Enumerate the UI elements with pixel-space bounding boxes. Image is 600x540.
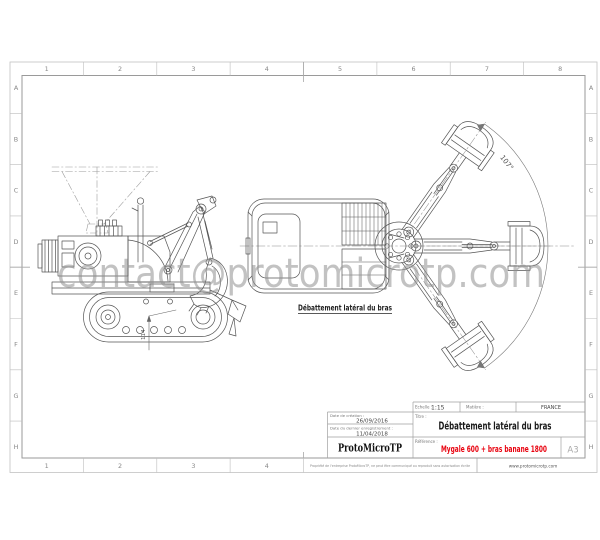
grid-col-label: 3 xyxy=(191,462,195,470)
scale-label: Echelle : xyxy=(415,405,432,410)
grid-col-label: 8 xyxy=(558,65,562,73)
grid-col-label: 3 xyxy=(191,65,195,73)
grid-row-label: C xyxy=(14,187,19,195)
company-name: ProtoMicroTP xyxy=(338,441,402,455)
scale-value: 1:15 xyxy=(431,405,445,412)
legal-notice: Propriété de l'entreprise ProtoMicroTP, … xyxy=(310,464,470,468)
grid-row-label: B xyxy=(14,135,18,143)
reference-label: Référence : xyxy=(415,439,438,444)
created-value: 26/09/2016 xyxy=(356,419,388,425)
excavator-side-view xyxy=(37,166,247,351)
grid-row-label: A xyxy=(14,84,19,92)
title-block-text: Echelle : 1:15 Matière : FRANCE Titre : … xyxy=(310,405,579,469)
swing-angle-label: 107° xyxy=(498,154,515,172)
grid-row-label: A xyxy=(589,84,594,92)
created-label: Date de création : xyxy=(330,413,364,418)
grid-row-label: D xyxy=(14,238,19,246)
grid-col-label: 2 xyxy=(118,462,122,470)
view-caption: Débattement latéral du bras xyxy=(298,303,392,313)
grid-row-label: H xyxy=(589,443,594,451)
grid-row-label: H xyxy=(14,443,19,451)
grid-col-label: 6 xyxy=(411,65,415,73)
swing-arc xyxy=(477,123,549,369)
grid-labels: 1 2 3 4 5 6 7 8 1 2 3 4 A B C D E F G H … xyxy=(14,65,594,470)
grid-row-label: D xyxy=(589,238,594,246)
title-block xyxy=(327,401,585,473)
drawing-title: Débattement latéral du bras xyxy=(439,421,552,433)
grid-row-label: F xyxy=(14,341,18,349)
grid-col-label: 4 xyxy=(265,65,269,73)
grid-col-label: 4 xyxy=(265,462,269,470)
country-value: FRANCE xyxy=(541,405,561,411)
grid-row-label: G xyxy=(589,392,594,400)
grid-col-label: 1 xyxy=(45,65,49,73)
watermark: contact@protomicrotp.com xyxy=(57,251,545,297)
sheet-border xyxy=(9,61,598,473)
grid-row-label: F xyxy=(589,341,593,349)
grid-col-label: 5 xyxy=(338,65,342,73)
title-label: Titre : xyxy=(414,414,427,419)
grid-col-label: 2 xyxy=(118,65,122,73)
reference-value: Mygale 600 + bras banane 1800 xyxy=(441,445,547,455)
grid-row-label: G xyxy=(14,392,19,400)
grid-col-label: 1 xyxy=(45,462,49,470)
excavator-top-view xyxy=(239,107,576,385)
hopper-outline xyxy=(51,166,161,237)
website: www.protomicrotp.com xyxy=(509,464,558,469)
dimension-114-label: 114 xyxy=(141,329,147,340)
grid-col-label: 7 xyxy=(485,65,489,73)
dimension-114-lines xyxy=(146,309,177,351)
material-label: Matière : xyxy=(466,405,484,410)
grid-row-label: E xyxy=(589,289,593,297)
grid-row-label: C xyxy=(589,187,594,195)
grid-row-label: E xyxy=(14,289,18,297)
grid-row-label: B xyxy=(589,135,593,143)
modified-value: 11/04/2018 xyxy=(356,432,388,438)
modified-label: Date du dernier enregistrement : xyxy=(330,426,393,431)
sheet-format: A3 xyxy=(567,446,578,456)
